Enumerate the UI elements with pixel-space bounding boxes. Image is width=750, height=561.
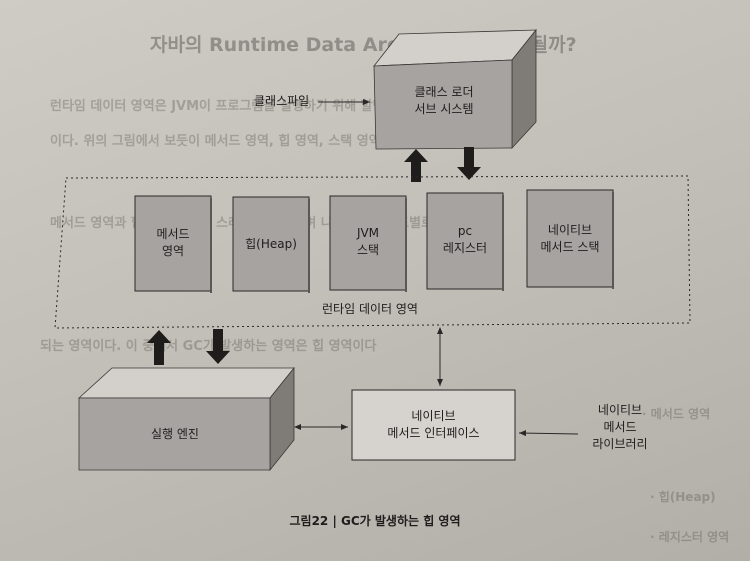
- runtime-data-area-label: 런타임 데이터 영역: [322, 302, 418, 316]
- area-label-line: 메서드 스택: [540, 240, 600, 254]
- area-label-line: 네이티브: [547, 223, 593, 237]
- native-library-label-line: 네이티브: [597, 403, 643, 417]
- area-box-heap: [232, 196, 310, 293]
- area-box-pc-register: [426, 192, 504, 291]
- figure-caption: 그림22 | GC가 발생하는 힙 영역: [289, 514, 461, 528]
- background-line: 런타임 데이터 영역은 JVM이 프로그램을 실행하기 위해 할당받는 메모리 …: [50, 99, 478, 114]
- area-label-native-method-stack: 네이티브 메서드 스택: [527, 222, 613, 256]
- area-label-pc-register: pc 레지스터: [427, 223, 503, 257]
- loader-down-arrow: [457, 147, 481, 180]
- area-label-heap: 힙(Heap): [233, 236, 309, 253]
- class-loader-label-line: 서브 시스템: [414, 102, 474, 116]
- background-line: 이다. 위의 그림에서 보듯이 메서드 영역, 힙 영역, 스택 영역 등으로 …: [50, 134, 474, 149]
- engine-down-arrow: [206, 329, 230, 364]
- area-label-line: pc: [457, 224, 473, 238]
- area-label-line: 메서드: [156, 227, 190, 241]
- area-box-native-method-stack: [526, 189, 614, 289]
- loader-up-arrow: [404, 149, 428, 182]
- library-interface-arrow: [518, 430, 579, 437]
- background-line: · 힙(Heap): [650, 490, 716, 504]
- native-interface-label-line: 메서드 인터페이스: [387, 426, 480, 440]
- area-label-line: 스택: [356, 243, 380, 257]
- class-loader-box: [373, 28, 537, 150]
- class-loader-label: 클래스 로더 서브 시스템: [380, 84, 508, 118]
- area-label-line: 힙(Heap): [245, 237, 297, 251]
- native-interface-box: [351, 389, 516, 461]
- engine-up-arrow: [147, 330, 171, 365]
- native-interface-label: 네이티브 메서드 인터페이스: [352, 408, 515, 442]
- background-line: 되는 영역이다. 이 중에서 GC가 발생하는 영역은 힙 영역이다: [40, 339, 377, 354]
- background-line: · 메서드 영역: [642, 407, 711, 421]
- native-interface-label-line: 네이티브: [411, 409, 456, 423]
- class-file-label: 클래스파일: [254, 94, 310, 108]
- background-line: · 레지스터 영역: [650, 530, 730, 544]
- area-label-method: 메서드 영역: [135, 226, 211, 260]
- area-label-line: 영역: [161, 244, 185, 258]
- area-box-method: [134, 195, 212, 293]
- execution-engine-label: 실행 엔진: [151, 427, 199, 441]
- native-library-label-line: 메서드: [603, 420, 637, 434]
- class-loader-label-line: 클래스 로더: [414, 85, 474, 99]
- area-label-line: 레지스터: [442, 241, 488, 255]
- area-box-jvm-stack: [329, 195, 407, 292]
- native-library-label: 네이티브 메서드 라이브러리: [575, 402, 665, 453]
- area-label-jvm-stack: JVM 스택: [330, 225, 406, 259]
- area-label-line: JVM: [356, 226, 380, 240]
- native-library-label-line: 라이브러리: [592, 437, 648, 451]
- execution-engine-box: [77, 366, 295, 472]
